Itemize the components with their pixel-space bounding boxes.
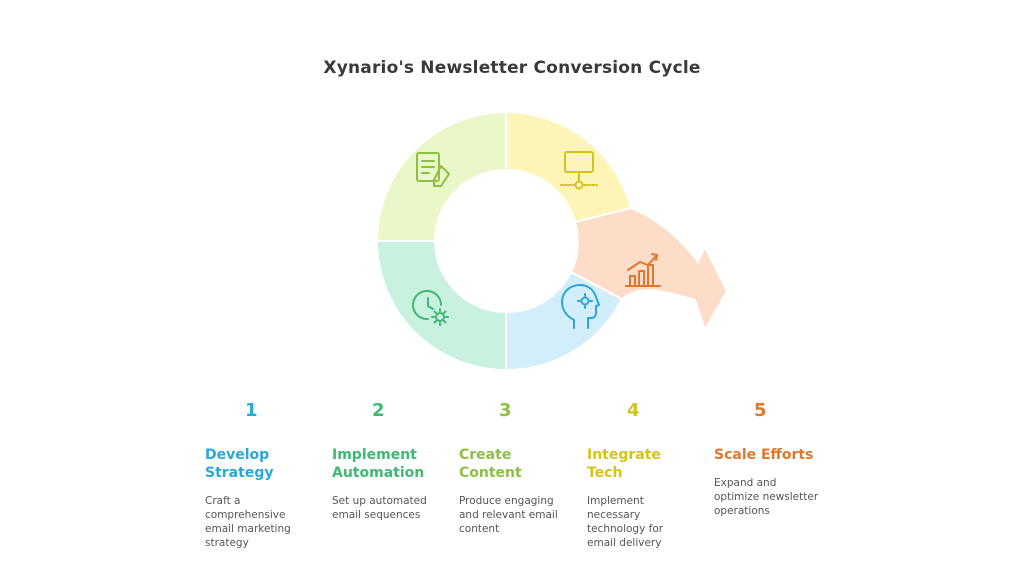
page-title: Xynario's Newsletter Conversion Cycle <box>323 58 701 78</box>
document-edit-icon <box>416 152 450 187</box>
head-gear-icon <box>561 284 600 329</box>
step-1: 1 Develop Strategy Craft a comprehensive… <box>205 400 325 550</box>
step-description: Set up automated email sequences <box>332 495 427 521</box>
step-5: 5 Scale Efforts Expand and optimize news… <box>714 400 834 518</box>
step-2: 2 Implement Automation Set up automated … <box>332 400 452 522</box>
step-number: 1 <box>245 400 258 421</box>
step-number: 4 <box>627 400 640 421</box>
step-heading: Integrate Tech <box>587 447 661 481</box>
step-heading: Develop Strategy <box>205 447 274 481</box>
step-heading: Scale Efforts <box>714 447 814 463</box>
step-number: 3 <box>499 400 512 421</box>
step-4: 4 Integrate Tech Implement necessary tec… <box>587 400 707 550</box>
step-description: Craft a comprehensive email marketing st… <box>205 495 291 549</box>
step-number: 5 <box>754 400 767 421</box>
step-3: 3 Create Content Produce engaging and re… <box>459 400 579 536</box>
step-description: Implement necessary technology for email… <box>587 495 664 549</box>
step-description: Expand and optimize newsletter operation… <box>714 477 819 517</box>
step-number: 2 <box>372 400 385 421</box>
step-heading: Create Content <box>459 447 522 481</box>
segment-tech <box>505 110 633 224</box>
segment-content <box>375 110 507 242</box>
clock-gear-icon <box>412 290 449 326</box>
monitor-network-icon <box>560 151 598 190</box>
growth-chart-icon <box>625 253 661 287</box>
step-heading: Implement Automation <box>332 447 425 481</box>
step-description: Produce engaging and relevant email cont… <box>459 495 558 535</box>
